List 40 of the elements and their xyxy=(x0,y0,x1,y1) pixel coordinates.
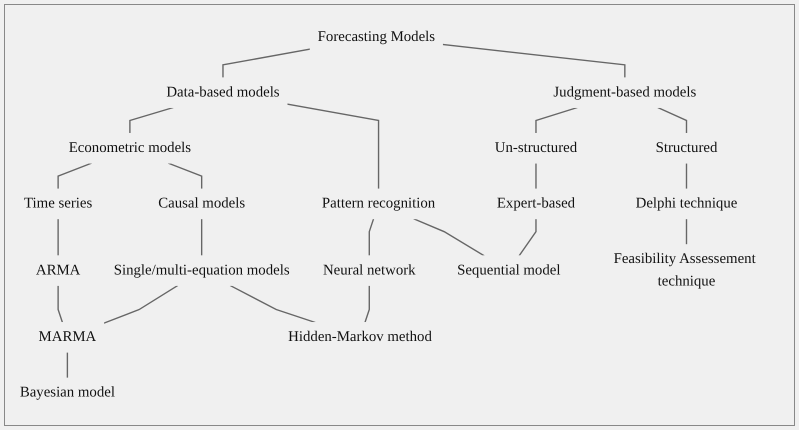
connector xyxy=(168,162,202,190)
node-text: Delphi technique xyxy=(636,196,738,212)
connector xyxy=(686,218,688,245)
connector xyxy=(368,218,374,256)
connector xyxy=(535,106,578,134)
connector xyxy=(518,218,537,256)
node-text: Hidden-Markov method xyxy=(288,328,432,345)
node-text: Neural network xyxy=(322,262,416,278)
node-text: Causal models xyxy=(158,196,246,212)
node-text: Judgment-based models xyxy=(553,84,696,100)
node-text: Time series xyxy=(24,196,92,212)
node-text: Forecasting Models xyxy=(318,28,436,44)
node-text: Single/multi-equation models xyxy=(114,262,290,278)
connector xyxy=(103,284,178,324)
node-text: Structured xyxy=(656,140,718,156)
connector xyxy=(57,218,59,256)
connector xyxy=(286,103,380,190)
connector xyxy=(57,162,92,190)
connector xyxy=(535,163,537,190)
connector xyxy=(686,163,688,190)
node-text: Un-structured xyxy=(494,140,578,156)
connector xyxy=(364,285,370,323)
node-text: Econometric models xyxy=(68,140,192,156)
connector xyxy=(222,48,310,78)
connector xyxy=(413,218,485,256)
connector xyxy=(200,218,202,256)
node-text: Expert-based xyxy=(496,196,576,212)
node-text: Pattern recognition xyxy=(322,196,436,212)
connector xyxy=(66,352,68,378)
node-text: Data-based models xyxy=(166,84,280,100)
connector xyxy=(442,44,626,78)
node-text: ARMA xyxy=(36,262,80,278)
node-text: MARMA xyxy=(38,328,96,345)
node-text: Bayesian model xyxy=(20,384,115,400)
connector xyxy=(57,285,64,323)
connector xyxy=(657,106,688,134)
node-text: Sequential model xyxy=(457,262,560,278)
node-text: Feasibility Assessement technique xyxy=(614,251,756,290)
connector xyxy=(230,284,316,324)
connector xyxy=(129,106,174,134)
